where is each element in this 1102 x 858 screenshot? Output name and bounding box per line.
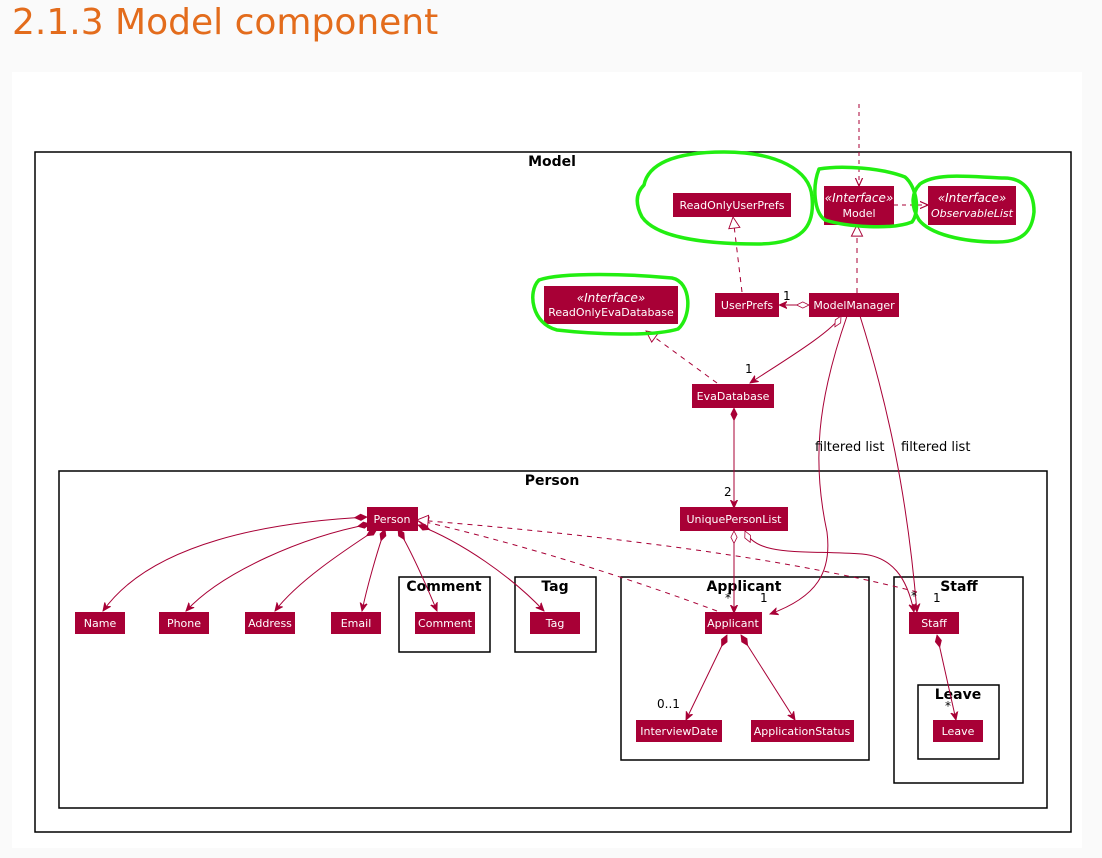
class-email: Email bbox=[331, 612, 381, 634]
composition-person-email bbox=[362, 529, 385, 611]
svg-text:Model: Model bbox=[842, 207, 875, 220]
class-interview-date: InterviewDate bbox=[636, 720, 722, 742]
svg-text:ModelManager: ModelManager bbox=[813, 299, 895, 312]
frame-title-model: Model bbox=[528, 154, 576, 170]
class-model-interface: «Interface» Model bbox=[824, 186, 894, 225]
association-modelmanager-staff bbox=[859, 315, 917, 612]
class-staff: Staff bbox=[909, 612, 959, 634]
multiplicity-uniquepersonlist: 2 bbox=[724, 485, 732, 499]
svg-text:Phone: Phone bbox=[167, 617, 201, 630]
association-modelmanager-applicant bbox=[770, 315, 848, 614]
class-leave: Leave bbox=[933, 720, 983, 742]
realization-applicant-person bbox=[417, 520, 718, 612]
realization-staff-person bbox=[417, 520, 918, 593]
composition-person-name bbox=[103, 517, 367, 611]
composition-person-address bbox=[275, 529, 377, 611]
class-person: Person bbox=[367, 507, 418, 531]
class-application-status: ApplicationStatus bbox=[751, 720, 854, 742]
multiplicity-staff-many: * bbox=[911, 589, 917, 603]
class-unique-person-list: UniquePersonList bbox=[680, 507, 788, 531]
edge-label-filtered-list-applicant: filtered list bbox=[815, 440, 884, 455]
multiplicity-applicant-one: 1 bbox=[760, 591, 768, 605]
highlight-read-only-eva-database bbox=[531, 272, 690, 336]
svg-text:Applicant: Applicant bbox=[707, 617, 759, 630]
uml-diagram: Model Person Comment Tag Applicant Staff… bbox=[12, 72, 1082, 848]
svg-text:Comment: Comment bbox=[418, 617, 473, 630]
composition-person-phone bbox=[186, 524, 370, 611]
frame-model: Model bbox=[34, 151, 1072, 833]
class-observable-list-interface: «Interface» ObservableList bbox=[928, 186, 1016, 225]
realization-evadatabase-readonlyevadatabase bbox=[646, 331, 718, 384]
class-applicant: Applicant bbox=[705, 612, 762, 634]
stereotype-label: «Interface» bbox=[938, 191, 1007, 205]
svg-text:EvaDatabase: EvaDatabase bbox=[697, 390, 770, 403]
svg-text:Tag: Tag bbox=[545, 617, 565, 630]
multiplicity-interviewdate: 0..1 bbox=[657, 697, 680, 711]
composition-staff-leave bbox=[937, 635, 956, 720]
stereotype-label: «Interface» bbox=[577, 291, 646, 305]
highlight-read-only-user-prefs bbox=[635, 150, 815, 246]
page-title: 2.1.3 Model component bbox=[12, 2, 439, 43]
class-model-manager: ModelManager bbox=[809, 293, 899, 317]
multiplicity-userprefs: 1 bbox=[783, 289, 791, 303]
multiplicity-evadatabase: 1 bbox=[745, 362, 753, 376]
highlight-model bbox=[813, 165, 919, 229]
svg-text:ReadOnlyUserPrefs: ReadOnlyUserPrefs bbox=[680, 199, 785, 212]
svg-text:Staff: Staff bbox=[921, 617, 947, 630]
svg-text:ReadOnlyEvaDatabase: ReadOnlyEvaDatabase bbox=[548, 306, 674, 319]
svg-text:InterviewDate: InterviewDate bbox=[640, 725, 718, 738]
class-name: Name bbox=[75, 612, 125, 634]
svg-text:ApplicationStatus: ApplicationStatus bbox=[754, 725, 851, 738]
composition-person-comment bbox=[398, 529, 437, 611]
svg-text:UserPrefs: UserPrefs bbox=[721, 299, 773, 312]
frame-staff: Staff bbox=[893, 576, 1024, 784]
frame-title-staff: Staff bbox=[940, 579, 978, 595]
frame-person: Person bbox=[58, 470, 1048, 809]
frame-title-comment: Comment bbox=[406, 579, 482, 595]
svg-text:Name: Name bbox=[84, 617, 117, 630]
class-tag: Tag bbox=[530, 612, 580, 634]
stereotype-label: «Interface» bbox=[825, 191, 894, 205]
class-eva-database: EvaDatabase bbox=[692, 384, 774, 408]
frame-title-leave: Leave bbox=[935, 687, 981, 703]
frame-tag: Tag bbox=[514, 576, 597, 653]
frame-title-tag: Tag bbox=[541, 579, 568, 595]
class-read-only-user-prefs: ReadOnlyUserPrefs bbox=[673, 193, 791, 217]
svg-text:Address: Address bbox=[248, 617, 292, 630]
svg-text:Email: Email bbox=[341, 617, 372, 630]
svg-text:Leave: Leave bbox=[942, 725, 975, 738]
composition-applicant-interviewdate bbox=[686, 635, 727, 720]
class-phone: Phone bbox=[159, 612, 209, 634]
composition-person-tag bbox=[418, 525, 544, 611]
frame-title-applicant: Applicant bbox=[707, 579, 782, 595]
svg-text:ObservableList: ObservableList bbox=[931, 207, 1014, 220]
aggregation-modelmanager-evadatabase bbox=[750, 316, 842, 383]
realization-userprefs-readonlyuserprefs bbox=[733, 217, 743, 293]
frame-title-person: Person bbox=[525, 473, 580, 489]
multiplicity-staff-one: 1 bbox=[933, 591, 941, 605]
aggregation-uniquepersonlist-staff bbox=[745, 531, 914, 612]
highlight-observable-list bbox=[911, 174, 1036, 244]
svg-text:Person: Person bbox=[374, 513, 411, 526]
class-user-prefs: UserPrefs bbox=[715, 293, 779, 317]
multiplicity-applicant-many: * bbox=[725, 591, 731, 605]
class-address: Address bbox=[245, 612, 295, 634]
class-comment: Comment bbox=[415, 612, 475, 634]
multiplicity-leave: * bbox=[945, 699, 951, 713]
edge-label-filtered-list-staff: filtered list bbox=[901, 440, 970, 455]
class-read-only-eva-database-interface: «Interface» ReadOnlyEvaDatabase bbox=[544, 286, 678, 324]
svg-text:UniquePersonList: UniquePersonList bbox=[687, 513, 783, 526]
composition-applicant-applicationstatus bbox=[741, 635, 795, 720]
